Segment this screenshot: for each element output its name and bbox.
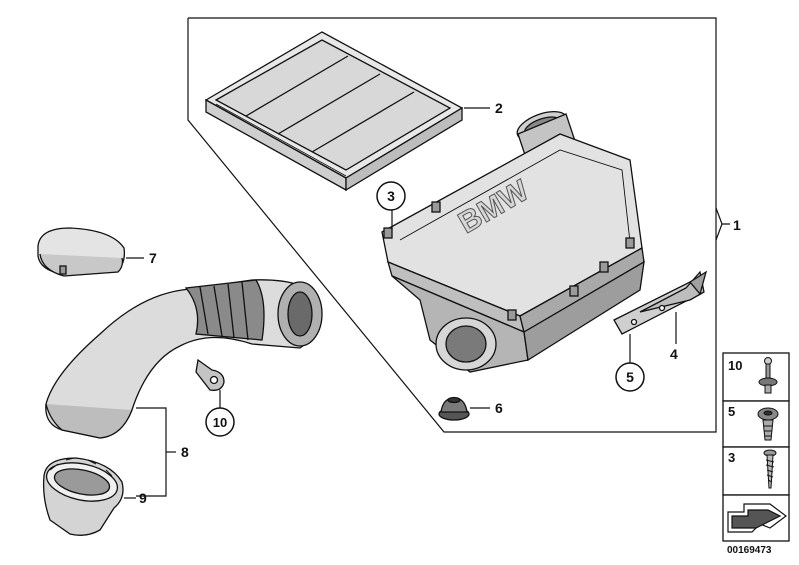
legend-label-10: 10 <box>728 358 742 373</box>
callout-6: 6 <box>495 400 503 416</box>
callout-5-circle <box>615 362 645 392</box>
callout-10-circle <box>205 407 235 437</box>
leader-1b <box>715 223 723 241</box>
intake-duct <box>45 279 323 439</box>
assembly-outline <box>187 17 717 433</box>
fastener-legend: 10 5 3 <box>722 352 790 542</box>
document-number: 00169473 <box>727 545 772 556</box>
mounting-bracket <box>613 270 708 335</box>
callout-9: 9 <box>139 490 147 506</box>
grommet-icon <box>757 407 779 441</box>
leader-1 <box>715 207 730 225</box>
air-filter-housing <box>381 110 645 373</box>
callout-1: 1 <box>733 217 741 233</box>
callout-3-circle <box>376 181 406 211</box>
legend-label-3: 3 <box>728 450 735 465</box>
screw-icon <box>763 449 777 489</box>
callout-2: 2 <box>495 100 503 116</box>
rubber-grommet <box>438 396 470 421</box>
air-filter-element <box>204 31 464 192</box>
callout-7: 7 <box>149 250 157 266</box>
arrow-icon <box>727 503 787 533</box>
leader-8 <box>136 407 167 497</box>
seal-ring <box>42 457 124 536</box>
cover-cap <box>37 227 126 277</box>
callout-10: 10 <box>213 415 227 430</box>
legend-label-5: 5 <box>728 404 735 419</box>
clip-icon <box>758 357 778 394</box>
callout-5: 5 <box>626 369 634 385</box>
callout-3: 3 <box>387 188 395 204</box>
callout-4: 4 <box>670 346 678 362</box>
callout-8: 8 <box>181 444 189 460</box>
